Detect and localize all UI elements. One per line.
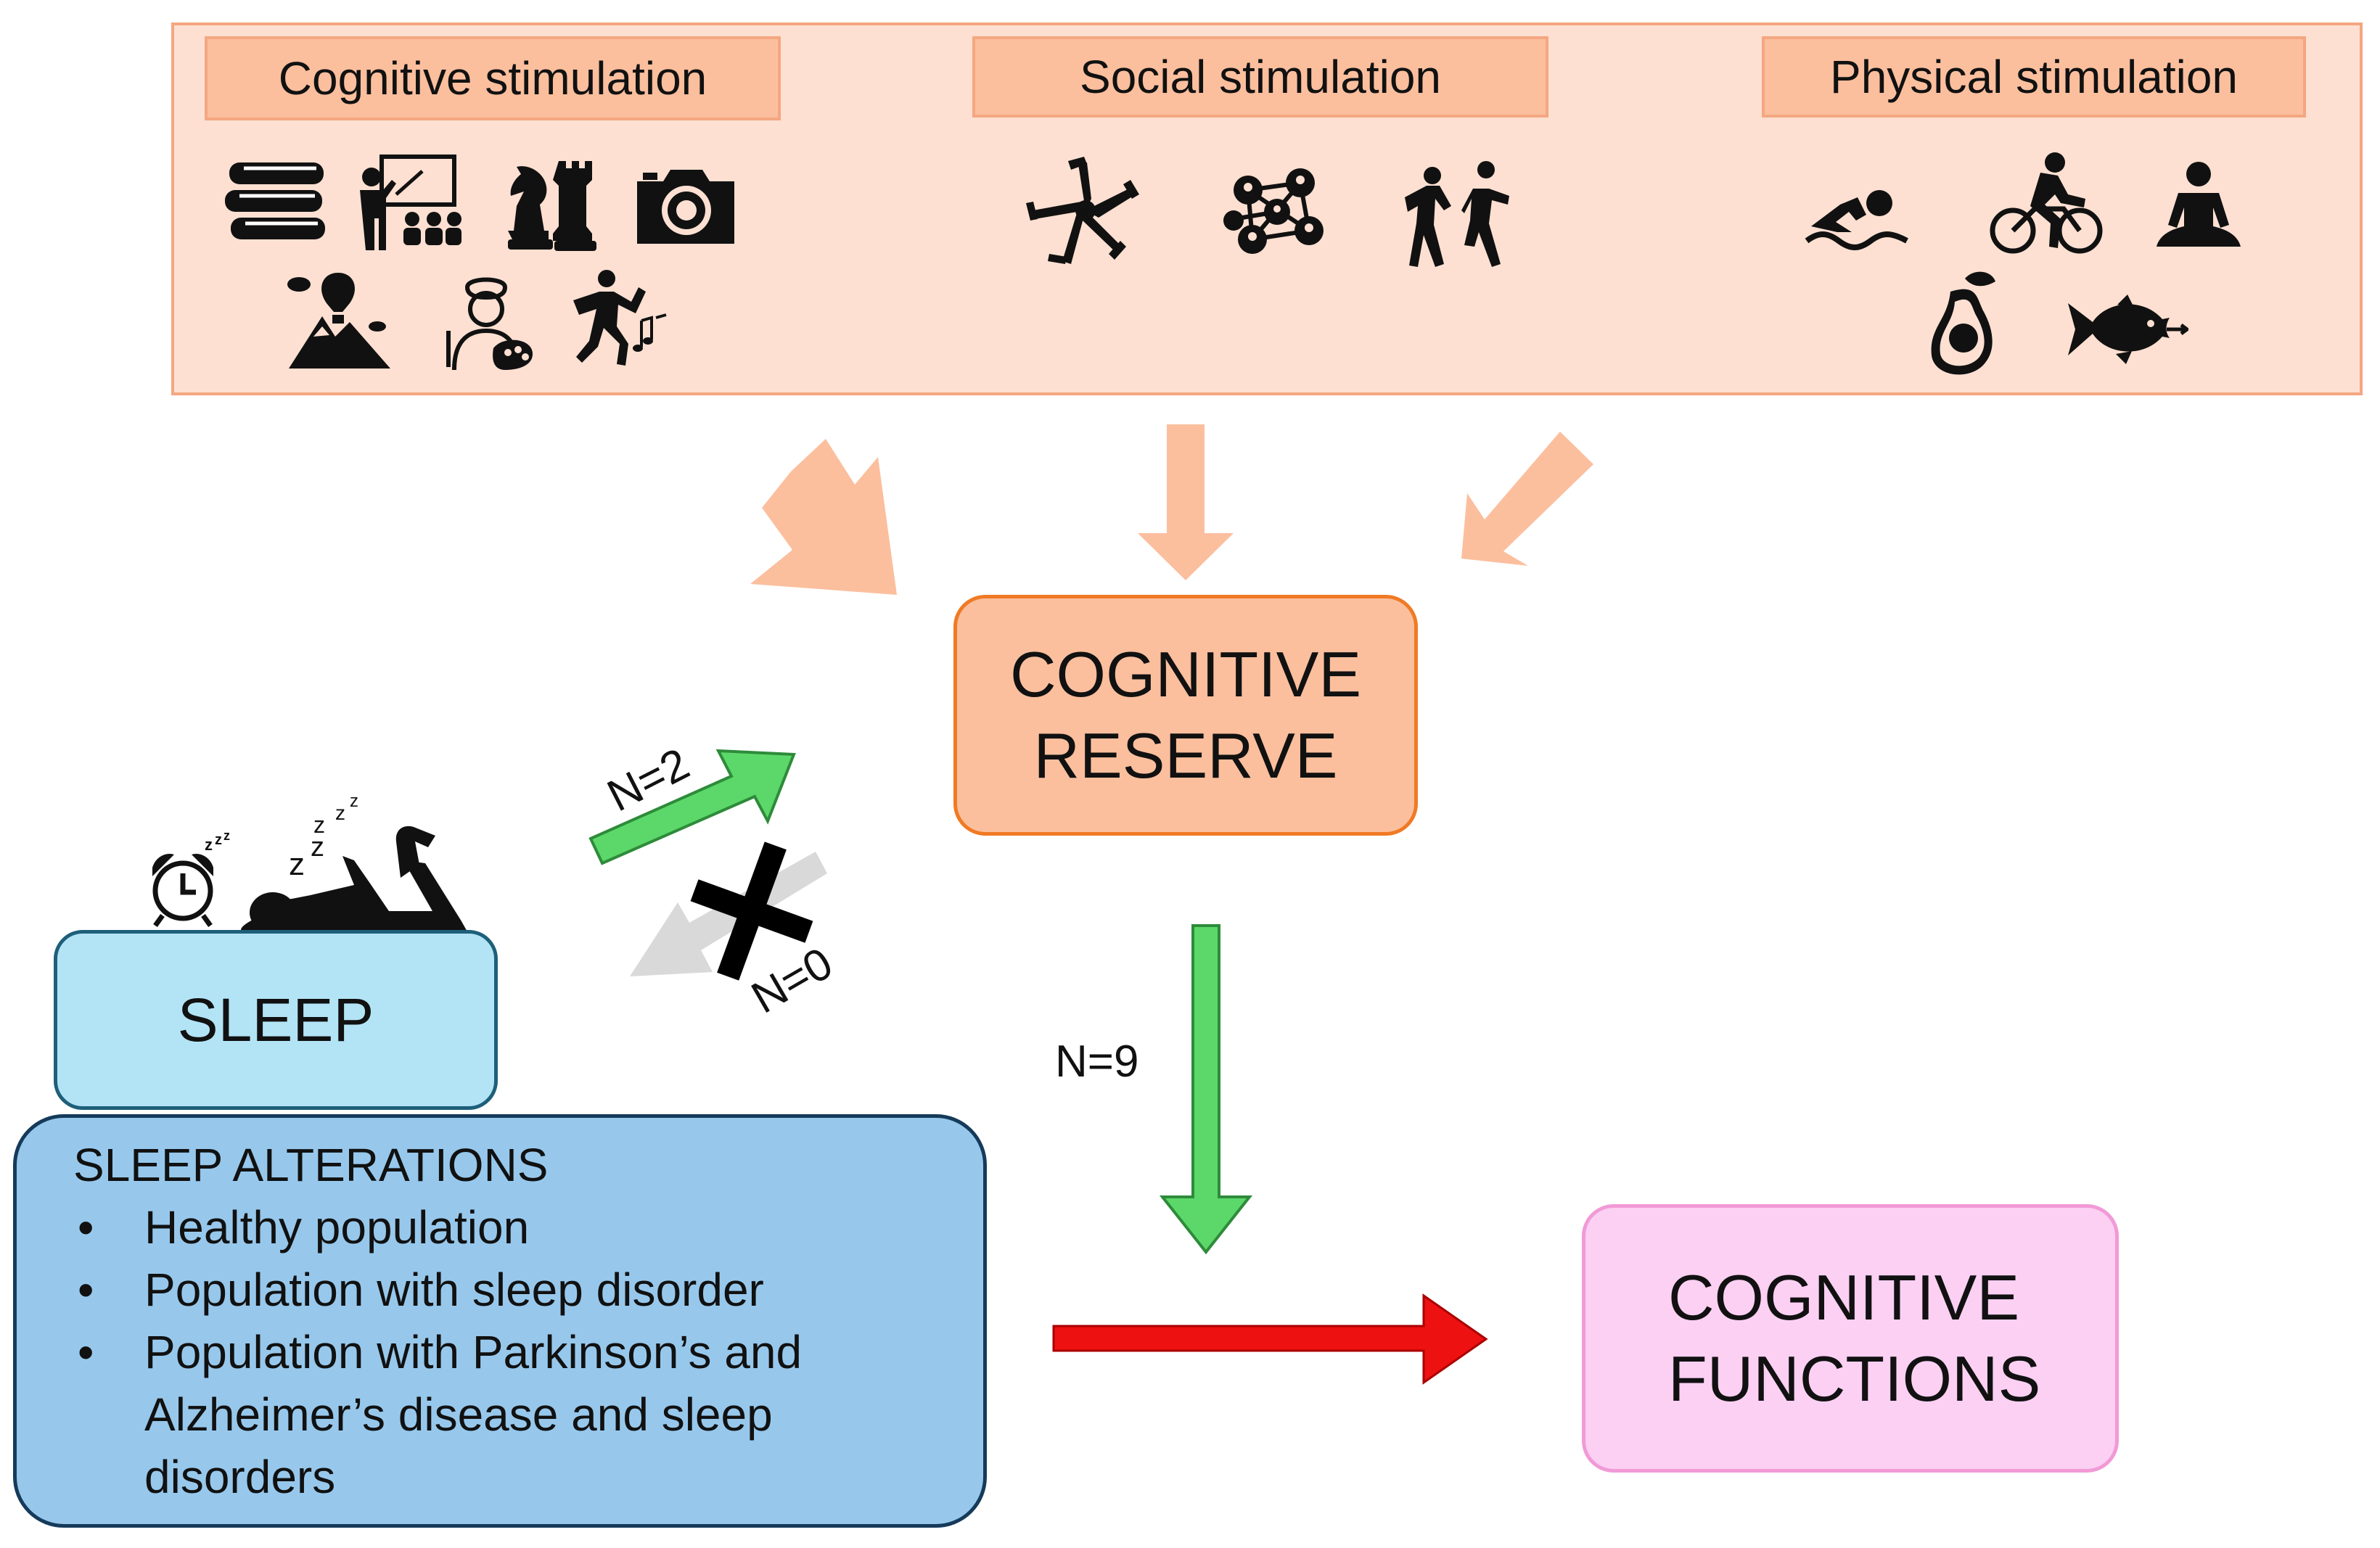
sleep-alterations-item: Healthy population <box>78 1196 983 1259</box>
svg-text:z: z <box>215 832 222 848</box>
svg-text:z: z <box>205 836 213 854</box>
cognitive-to-reserve-arrow <box>750 439 897 595</box>
meditation-icon <box>2157 162 2241 247</box>
dancer-music-icon <box>573 270 667 366</box>
cognitive-functions-box: COGNITIVE FUNCTIONS <box>1582 1204 2119 1473</box>
sleep-alterations-title: SLEEP ALTERATIONS <box>73 1139 549 1191</box>
svg-text:z: z <box>223 831 230 843</box>
teacher-classroom-icon <box>360 155 461 250</box>
social-network-icon <box>1223 168 1324 254</box>
people-dancing-icon <box>1405 161 1509 267</box>
svg-text:z: z <box>311 832 324 862</box>
social-to-reserve-arrow <box>1138 424 1234 580</box>
fish-icon <box>2068 295 2188 364</box>
cyclist-icon <box>1990 152 2103 254</box>
camera-icon <box>637 170 734 244</box>
sleep-alterations-list: Healthy population Population with sleep… <box>78 1196 983 1508</box>
cognitive-reserve-line1: COGNITIVE <box>1009 638 1362 710</box>
cognitive-functions-line1: COGNITIVE <box>1668 1261 2020 1333</box>
sleeping-person-icon: z z z z z <box>241 791 468 933</box>
mountain-balloon-icon <box>287 273 390 369</box>
cognitive-reserve-line2: RESERVE <box>1033 720 1338 791</box>
social-stimulation-label: Social stimulation <box>972 36 1548 118</box>
painter-icon <box>446 277 533 371</box>
cognitive-functions-line2: FUNCTIONS <box>1668 1343 2041 1415</box>
sleep-to-reserve-arrow <box>588 749 796 865</box>
sleep-to-functions-arrow <box>1052 1293 1488 1385</box>
svg-text:z: z <box>313 812 325 838</box>
sleep-alterations-box: SLEEP ALTERATIONS Healthy population Pop… <box>13 1114 987 1528</box>
alarm-clock-icon: z z z <box>152 831 230 928</box>
joined-hands-icon <box>1026 157 1139 264</box>
svg-text:z: z <box>350 791 358 811</box>
cognitive-stimulation-label: Cognitive stimulation <box>205 36 781 120</box>
reserve-to-functions-arrow <box>1159 924 1253 1255</box>
chess-pieces-icon <box>508 161 596 251</box>
physical-to-reserve-arrow <box>1461 432 1593 566</box>
avocado-icon <box>1931 271 1995 375</box>
svg-text:z: z <box>289 847 305 882</box>
books-icon <box>225 162 325 239</box>
sleep-alterations-item: Population with Parkinson’s and Alzheime… <box>78 1321 870 1508</box>
sleep-label: SLEEP <box>177 985 374 1054</box>
physical-stimulation-label: Physical stimulation <box>1762 36 2306 118</box>
reserve-to-functions-count: N=9 <box>1055 1037 1139 1087</box>
svg-text:z: z <box>335 802 345 824</box>
null-link-cross-icon <box>690 841 813 981</box>
cognitive-reserve-box: COGNITIVE RESERVE <box>953 595 1418 836</box>
sleep-box: SLEEP <box>54 930 498 1110</box>
sleep-alterations-item: Population with sleep disorder <box>78 1259 983 1321</box>
swimmer-icon <box>1805 190 1908 250</box>
